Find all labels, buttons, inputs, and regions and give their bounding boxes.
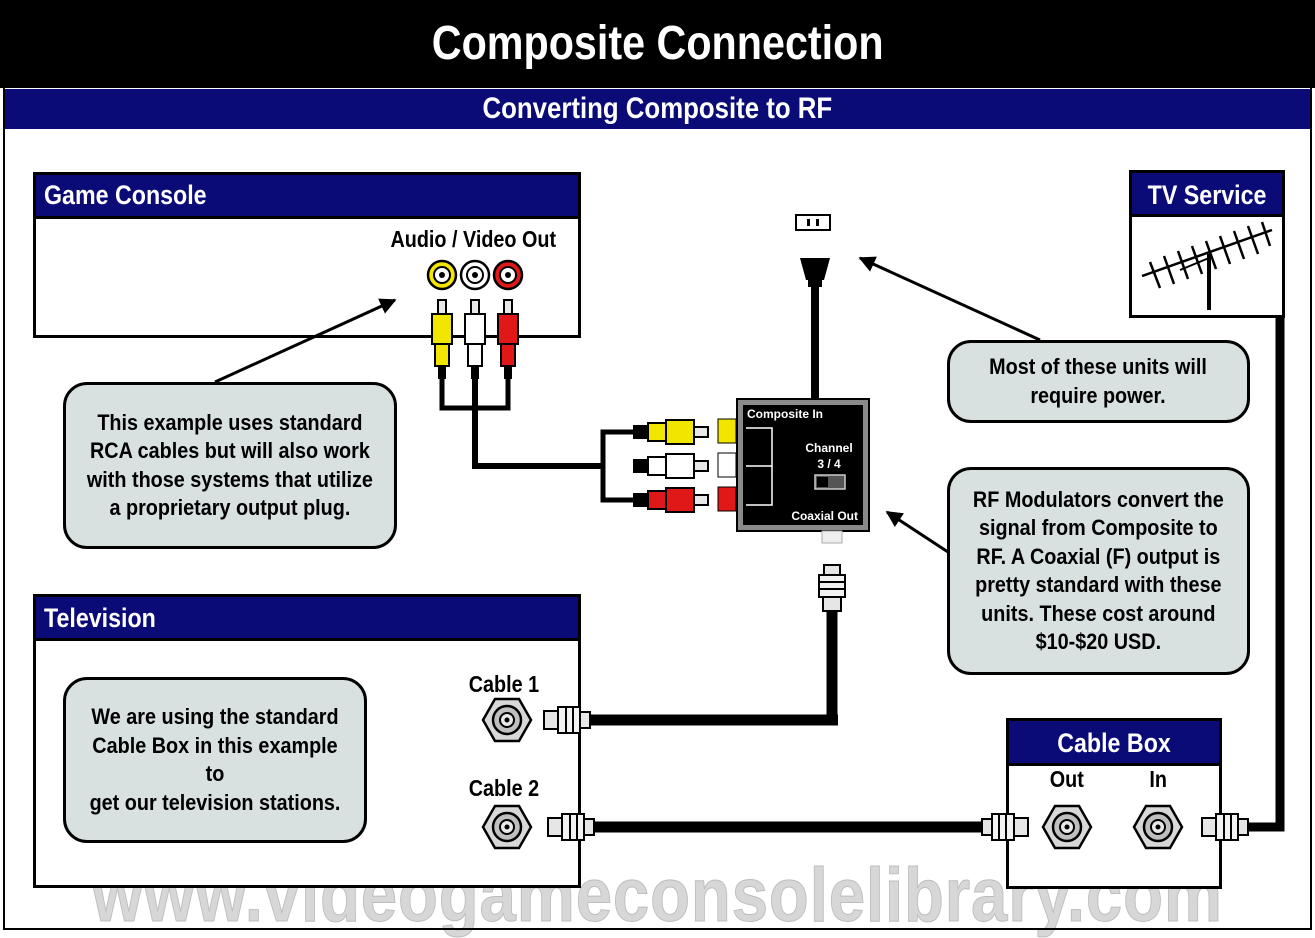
composite-in-label: Composite In xyxy=(747,407,823,421)
rf-modulator-icon: Composite In Channel 3 / 4 Coaxial Out xyxy=(736,398,870,544)
cable1-label: Cable 1 xyxy=(468,671,540,697)
rca-plugs-vertical-icon xyxy=(431,299,519,379)
rca-output-jacks-icon xyxy=(426,259,524,291)
channel-label: Channel xyxy=(805,441,852,455)
channel-value: 3 / 4 xyxy=(817,457,841,471)
cable-box-panel: Cable Box xyxy=(1006,718,1222,889)
power-plug-icon xyxy=(795,214,831,287)
audio-video-out-label: Audio / Video Out xyxy=(390,226,556,252)
cable-box-in-plug-icon xyxy=(1201,813,1249,841)
rf-modulator-callout: RF Modulators convert the signal from Co… xyxy=(947,467,1250,675)
cable-box-in-jack-icon xyxy=(1132,804,1184,850)
tv-cable2-plug-icon xyxy=(547,813,595,841)
cable-box-out-label: Out xyxy=(1049,766,1085,792)
tv-service-heading: TV Service xyxy=(1132,173,1282,217)
game-console-heading: Game Console xyxy=(36,175,578,219)
game-console-panel: Game Console xyxy=(33,172,581,338)
cable-box-heading: Cable Box xyxy=(1009,721,1219,766)
rca-cables-callout: This example uses standard RCA cables bu… xyxy=(63,382,397,549)
power-callout: Most of these units will require power. xyxy=(947,340,1250,423)
cable-box-out-plug-icon xyxy=(981,813,1029,841)
cable-box-out-jack-icon xyxy=(1041,804,1093,850)
diagram-frame xyxy=(3,88,1312,930)
tv-cable1-jack-icon xyxy=(481,697,533,743)
cable-box-in-label: In xyxy=(1149,766,1167,792)
television-heading: Television xyxy=(36,597,578,641)
page-title: Composite Connection xyxy=(0,0,1315,88)
tv-cable1-plug-icon xyxy=(543,706,591,734)
tv-cable2-jack-icon xyxy=(481,804,533,850)
rca-plugs-horizontal-icon xyxy=(633,418,737,513)
antenna-icon xyxy=(1141,221,1273,310)
modulator-coax-plug-icon xyxy=(818,564,846,612)
cable2-label: Cable 2 xyxy=(468,775,540,801)
cable-box-callout: We are using the standard Cable Box in t… xyxy=(63,677,367,843)
page-subtitle: Converting Composite to RF xyxy=(5,89,1310,129)
coaxial-out-label: Coaxial Out xyxy=(791,509,858,523)
